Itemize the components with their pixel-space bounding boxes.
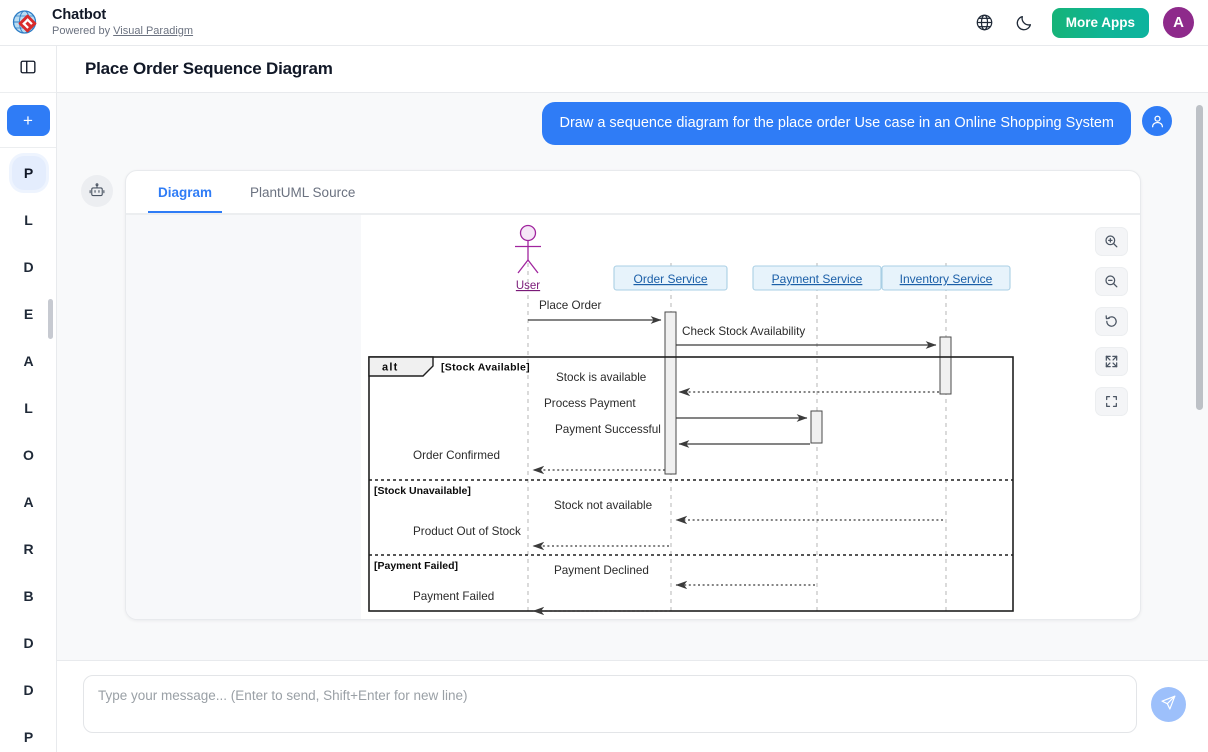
message-label: Payment Declined — [554, 564, 649, 577]
sidebar-item-label: L — [12, 203, 46, 237]
brand: Chatbot Powered by Visual Paradigm — [0, 7, 193, 39]
alt-fragment-box — [369, 357, 1013, 611]
globe-icon[interactable] — [972, 10, 998, 36]
tab-plantuml-source[interactable]: PlantUML Source — [240, 171, 365, 213]
diagram-canvas[interactable]: User Order Service Payment Service Inven… — [126, 214, 1140, 619]
sidebar-item-label: D — [12, 250, 46, 284]
panel-toggle-icon — [19, 58, 37, 81]
sidebar-item-label: O — [12, 438, 46, 472]
svg-text:Order Service: Order Service — [633, 272, 707, 286]
composer — [57, 660, 1208, 752]
sidebar-item-1[interactable]: L — [0, 196, 57, 243]
message-label: Place Order — [539, 299, 601, 312]
new-chat-button[interactable]: + — [7, 105, 50, 136]
alt-fragment-tab — [369, 357, 433, 376]
message-label: Payment Failed — [413, 590, 494, 603]
avatar[interactable]: A — [1163, 7, 1194, 38]
tab-diagram[interactable]: Diagram — [148, 171, 222, 213]
top-bar: Chatbot Powered by Visual Paradigm More … — [0, 0, 1208, 46]
participant-inventory-service: Inventory Service — [882, 266, 1010, 290]
assistant-message-row: Diagram PlantUML Source — [57, 145, 1208, 620]
sidebar-item-label: R — [12, 532, 46, 566]
fit-expand-icon[interactable] — [1095, 347, 1128, 376]
send-paper-plane-icon — [1160, 694, 1177, 714]
message-label: Stock is available — [556, 371, 646, 384]
app-title: Chatbot — [52, 7, 193, 24]
message-label: Process Payment — [544, 397, 636, 410]
app-subtitle: Powered by Visual Paradigm — [52, 25, 193, 38]
sidebar-item-label: P — [12, 156, 46, 190]
sidebar-item-label: A — [12, 485, 46, 519]
sidebar-item-label: D — [12, 673, 46, 707]
sidebar-item-2[interactable]: D — [0, 243, 57, 290]
message-label: Payment Successful — [555, 423, 661, 436]
more-apps-button[interactable]: More Apps — [1052, 8, 1149, 38]
chat-scroll-area[interactable]: Draw a sequence diagram for the place or… — [57, 93, 1208, 660]
fullscreen-icon[interactable] — [1095, 387, 1128, 416]
new-chat-row: + — [0, 93, 56, 148]
sidebar-item-label: E — [12, 297, 46, 331]
diagram-tabs: Diagram PlantUML Source — [126, 171, 1140, 214]
robot-icon — [81, 175, 113, 207]
sidebar-item-6[interactable]: O — [0, 431, 57, 478]
fragment-operator: alt — [382, 361, 398, 373]
chat-scrollbar[interactable] — [1196, 105, 1203, 410]
participant-order-service: Order Service — [614, 266, 727, 290]
zoom-out-icon[interactable] — [1095, 267, 1128, 296]
sidebar-item-label: L — [12, 391, 46, 425]
fragment-guard: [Payment Failed] — [374, 560, 458, 572]
message-input[interactable] — [83, 675, 1137, 733]
user-message-row: Draw a sequence diagram for the place or… — [57, 93, 1208, 145]
message-label: Product Out of Stock — [413, 525, 521, 538]
participant-payment-service: Payment Service — [753, 266, 881, 290]
top-bar-actions: More Apps A — [972, 7, 1208, 38]
diagram-card: Diagram PlantUML Source — [125, 170, 1141, 620]
message-label: Order Confirmed — [413, 449, 500, 462]
sidebar-item-label: D — [12, 626, 46, 660]
activation-inventory-service — [940, 337, 951, 394]
visual-paradigm-link[interactable]: Visual Paradigm — [113, 25, 193, 37]
left-rail: + PLDEALOARBDDP — [0, 46, 57, 752]
sidebar-item-11[interactable]: D — [0, 666, 57, 713]
moon-icon[interactable] — [1012, 10, 1038, 36]
sidebar-item-0[interactable]: P — [0, 149, 57, 196]
uml-sequence-diagram: User Order Service Payment Service Inven… — [361, 215, 1021, 619]
sidebar-item-label: B — [12, 579, 46, 613]
user-message-bubble: Draw a sequence diagram for the place or… — [542, 102, 1131, 145]
svg-text:Payment Service: Payment Service — [772, 272, 863, 286]
message-label: Stock not available — [554, 499, 652, 512]
activation-order-service — [665, 312, 676, 474]
page-title: Place Order Sequence Diagram — [85, 59, 333, 79]
sidebar-item-9[interactable]: B — [0, 572, 57, 619]
sidebar-item-label: A — [12, 344, 46, 378]
zoom-in-icon[interactable] — [1095, 227, 1128, 256]
sidebar-item-4[interactable]: A — [0, 337, 57, 384]
sidebar-toggle-button[interactable] — [0, 46, 56, 93]
powered-by-text: Powered by — [52, 25, 113, 37]
actor-label: User — [516, 280, 540, 292]
fragment-guard: [Stock Available] — [441, 361, 530, 373]
page-header: Place Order Sequence Diagram — [57, 46, 1208, 93]
fragment-guard: [Stock Unavailable] — [374, 485, 471, 497]
svg-text:Inventory Service: Inventory Service — [900, 272, 993, 286]
sidebar-item-8[interactable]: R — [0, 525, 57, 572]
sidebar-item-7[interactable]: A — [0, 478, 57, 525]
chat-list[interactable]: PLDEALOARBDDP — [0, 149, 57, 752]
reset-rotate-icon[interactable] — [1095, 307, 1128, 336]
visual-paradigm-globe-logo-icon — [10, 7, 42, 39]
sidebar-item-label: P — [12, 720, 46, 752]
sidebar-item-5[interactable]: L — [0, 384, 57, 431]
activation-payment-service — [811, 411, 822, 443]
send-button[interactable] — [1151, 687, 1186, 722]
diagram-toolbar — [1095, 227, 1128, 416]
message-label: Check Stock Availability — [682, 325, 805, 338]
sidebar-item-10[interactable]: D — [0, 619, 57, 666]
sidebar-item-12[interactable]: P — [0, 713, 57, 752]
sidebar-item-3[interactable]: E — [0, 290, 57, 337]
person-icon — [1142, 106, 1172, 136]
